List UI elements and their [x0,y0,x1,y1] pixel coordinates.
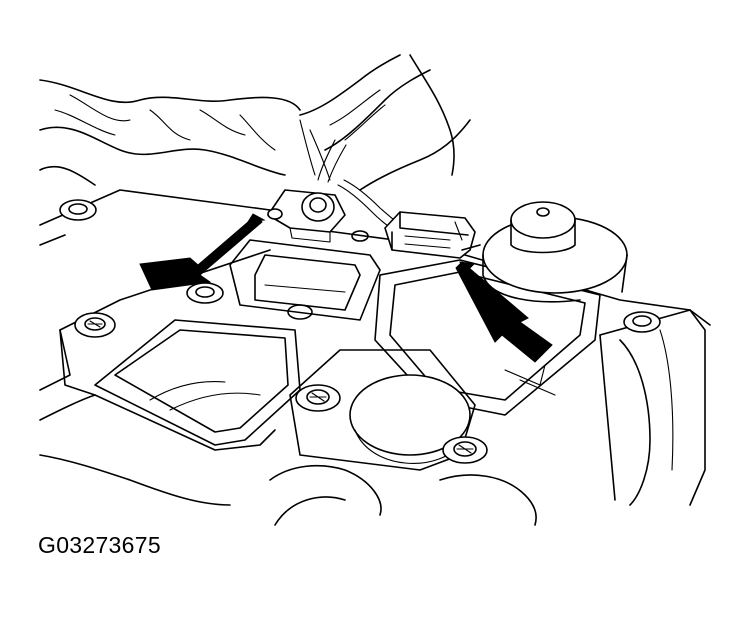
bolt-right-lower [442,436,488,464]
left-chamber [94,319,301,446]
electrical-connector [384,211,481,259]
figure-id-caption: G03273675 [38,532,161,558]
bolt-mid-left [186,282,224,304]
bolt-left-front [74,312,116,338]
component-illustration [39,54,711,526]
wire-harness-background [39,54,471,191]
bolt-top-left [59,199,97,221]
callout-arrow-left [139,213,266,291]
bolt-right-top [623,311,661,333]
middle-pocket [229,239,381,321]
cylindrical-boss [482,201,628,303]
bolt-center [295,384,341,412]
lower-chamber [269,349,537,526]
turbine-speed-sensor [267,189,346,243]
bolt-mid-pocket [287,304,313,320]
bolt-small-center [351,230,369,242]
callout-arrow-right [455,261,553,363]
